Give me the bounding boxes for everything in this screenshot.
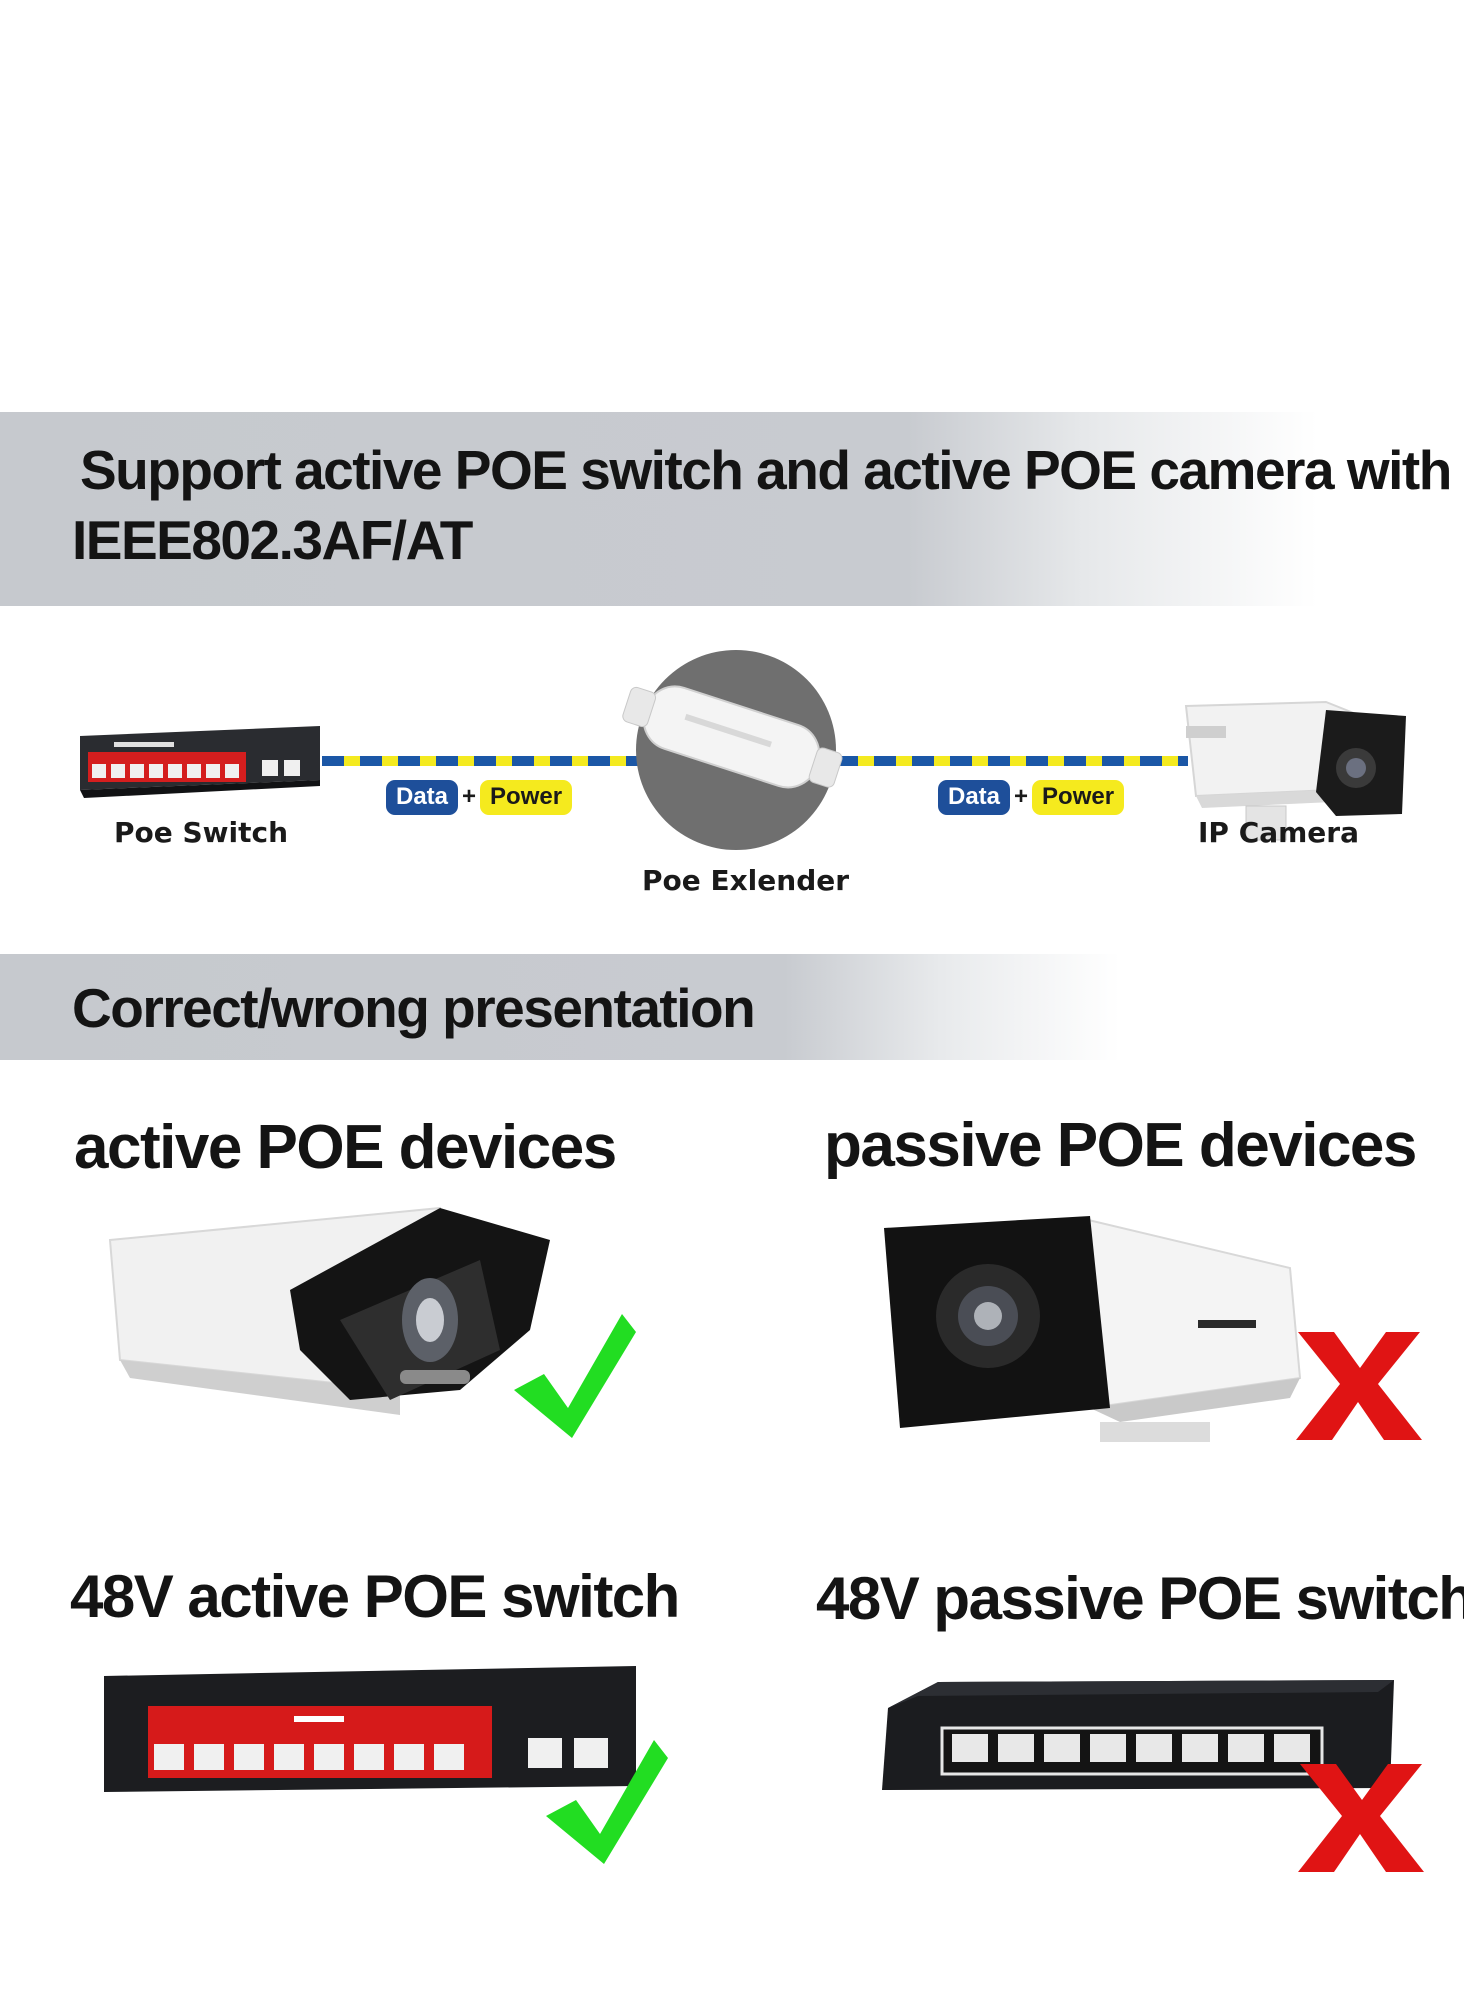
- active-camera-image: [108, 1206, 550, 1415]
- presentation-banner: Correct/wrong presentation: [0, 954, 1120, 1060]
- check-icon: [514, 1314, 636, 1438]
- check-icon: [546, 1740, 668, 1864]
- support-banner: Support active POE switch and active POE…: [0, 412, 1464, 606]
- data-tag: Data: [938, 780, 1011, 815]
- plus-sign: +: [1014, 783, 1029, 810]
- active-switch-title: 48V active POE switch: [70, 1563, 680, 1630]
- support-banner-line2: IEEE802.3AF/AT: [72, 509, 473, 571]
- poe-extender-image: [622, 650, 843, 850]
- presentation-title: Correct/wrong presentation: [72, 977, 756, 1039]
- cable-left: [322, 756, 650, 766]
- cable-right: [836, 756, 1188, 766]
- passive-switch-title: 48V passive POE switch: [816, 1565, 1464, 1632]
- power-tag: Power: [1032, 780, 1125, 815]
- poe-switch-label: Poe Switch: [114, 816, 289, 849]
- plus-sign: +: [462, 783, 477, 810]
- power-tag: Power: [480, 780, 573, 815]
- data-power-tag-left: Data+Power: [386, 780, 573, 815]
- x-icon: [1296, 1332, 1422, 1440]
- ip-camera-image: [1184, 700, 1406, 841]
- data-tag: Data: [386, 780, 459, 815]
- passive-devices-title: passive POE devices: [824, 1111, 1417, 1180]
- support-banner-line1: Support active POE switch and active POE…: [80, 439, 1452, 501]
- poe-diagram: Data+Power Data+Power Poe Switch Poe Exl…: [0, 606, 1464, 954]
- poe-switch-image: [80, 726, 320, 798]
- passive-switch-image: [882, 1680, 1394, 1790]
- x-icon: [1298, 1764, 1424, 1872]
- active-devices-title: active POE devices: [74, 1113, 617, 1182]
- passive-camera-image: [884, 1216, 1302, 1442]
- data-power-tag-right: Data+Power: [938, 780, 1125, 815]
- active-switch-image: [104, 1666, 636, 1792]
- poe-extender-label: Poe Exlender: [642, 864, 850, 897]
- ip-camera-label: IP Camera: [1198, 816, 1359, 849]
